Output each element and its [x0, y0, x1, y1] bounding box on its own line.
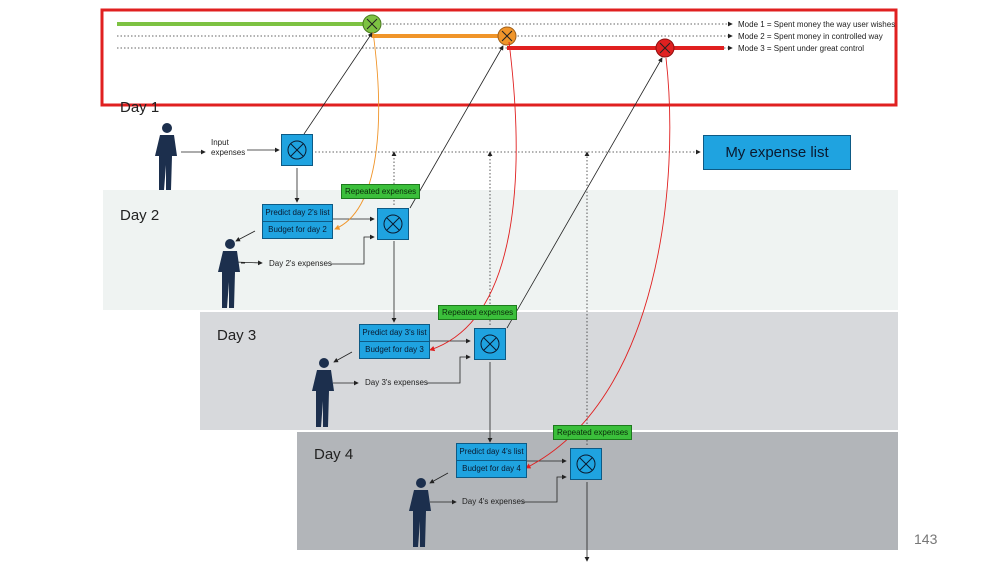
- input-expenses-label: Input expenses: [211, 138, 246, 157]
- mode3-circle: [655, 38, 675, 58]
- expenses-label-day3: Day 3's expenses: [365, 378, 428, 387]
- expenses-label-day4: Day 4's expenses: [462, 497, 525, 506]
- mode2-circle: [497, 26, 517, 46]
- repeated-tag-day2: Repeated expenses: [341, 184, 421, 199]
- day2-band: [103, 190, 898, 310]
- mode3-label: Mode 3 = Spent under great control: [738, 44, 865, 53]
- page-number: 143: [914, 531, 938, 547]
- day1-label: Day 1: [120, 99, 160, 116]
- predict-box-day2: Predict day 2's list Budget for day 2: [262, 204, 333, 239]
- combine-node-day3: [474, 328, 506, 360]
- expense-list-box: My expense list: [703, 135, 851, 170]
- combine-node-day4: [570, 448, 602, 480]
- predict-text: Predict day 3's list: [362, 328, 427, 337]
- repeated-tag-day3: Repeated expenses: [438, 305, 518, 320]
- predict-text: Predict day 4's list: [459, 447, 524, 456]
- person-icon-day1: [155, 123, 177, 190]
- repeated-tag-day4: Repeated expenses: [553, 425, 633, 440]
- mode1-circle: [362, 14, 382, 34]
- combine-node-day1: [281, 134, 313, 166]
- mode1-label: Mode 1 = Spent money the way user wishes: [738, 20, 896, 29]
- predict-box-day3: Predict day 3's list Budget for day 3: [359, 324, 430, 359]
- day3-label: Day 3: [217, 327, 257, 344]
- mode-highlight-box: [100, 8, 898, 107]
- predict-text: Predict day 2's list: [265, 208, 330, 217]
- person-icon-day3: [312, 358, 334, 427]
- combine-node-day2: [377, 208, 409, 240]
- person-icon-day2: [218, 239, 240, 308]
- mode2-label: Mode 2 = Spent money in controlled way: [738, 32, 883, 41]
- day2-label: Day 2: [120, 207, 160, 224]
- budget-text: Budget for day 2: [268, 225, 327, 234]
- predict-box-day4: Predict day 4's list Budget for day 4: [456, 443, 527, 478]
- expenses-label-day2: Day 2's expenses: [269, 259, 332, 268]
- budget-text: Budget for day 4: [462, 464, 521, 473]
- day4-label: Day 4: [314, 446, 354, 463]
- person-icon-day4: [409, 478, 431, 547]
- budget-text: Budget for day 3: [365, 345, 424, 354]
